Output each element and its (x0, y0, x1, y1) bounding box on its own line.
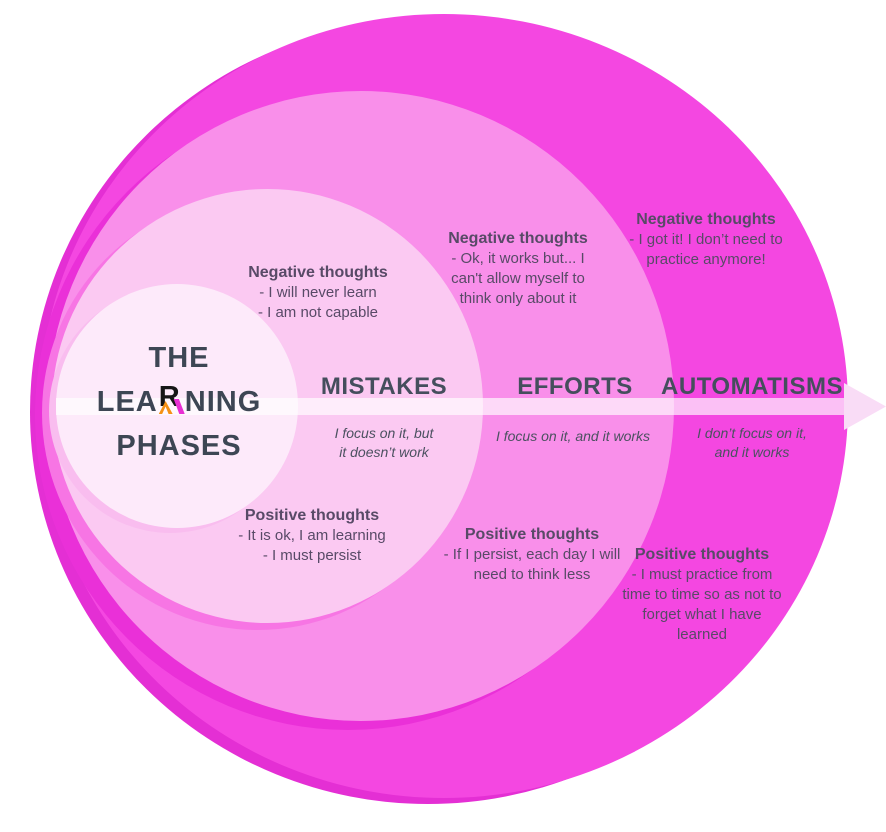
title-line-3: PHASES (116, 430, 242, 462)
positive-thoughts-header: Positive thoughts (634, 546, 770, 563)
negative-thoughts-automatisms: Negative thoughts - I got it! I don’t ne… (629, 211, 783, 268)
negative-thoughts-mistakes: Negative thoughts - I will never learn -… (248, 264, 388, 321)
timeline-arrow-band (56, 398, 850, 415)
timeline-arrowhead-icon (844, 383, 886, 430)
negative-thoughts-efforts: Negative thoughts - Ok, it works but... … (448, 230, 588, 307)
tagline-mistakes: I focus on it, but it doesn’t work (334, 425, 434, 460)
phase-label-efforts: EFFORTS (517, 373, 633, 400)
positive-thoughts-header: Positive thoughts (244, 507, 380, 524)
positive-thoughts-automatisms: Positive thoughts - I must practice from… (622, 546, 782, 643)
logo-r-icon: R (158, 381, 185, 414)
negative-thoughts-header: Negative thoughts (248, 264, 388, 281)
tagline-efforts: I focus on it, and it works (495, 428, 651, 444)
positive-thoughts-header: Positive thoughts (464, 526, 600, 543)
title-line-1: THE (148, 342, 210, 374)
positive-thoughts-efforts: Positive thoughts - If I persist, each d… (443, 526, 621, 583)
negative-thoughts-header: Negative thoughts (636, 211, 776, 228)
phase-label-mistakes: MISTAKES (320, 373, 448, 400)
negative-thoughts-header: Negative thoughts (448, 230, 588, 247)
tagline-automatisms: I don’t focus on it, and it works (697, 425, 807, 460)
phase-label-automatisms: AUTOMATISMS (661, 373, 843, 400)
logo-r-leg-shape (173, 399, 185, 414)
positive-thoughts-mistakes: Positive thoughts - It is ok, I am learn… (238, 507, 386, 564)
